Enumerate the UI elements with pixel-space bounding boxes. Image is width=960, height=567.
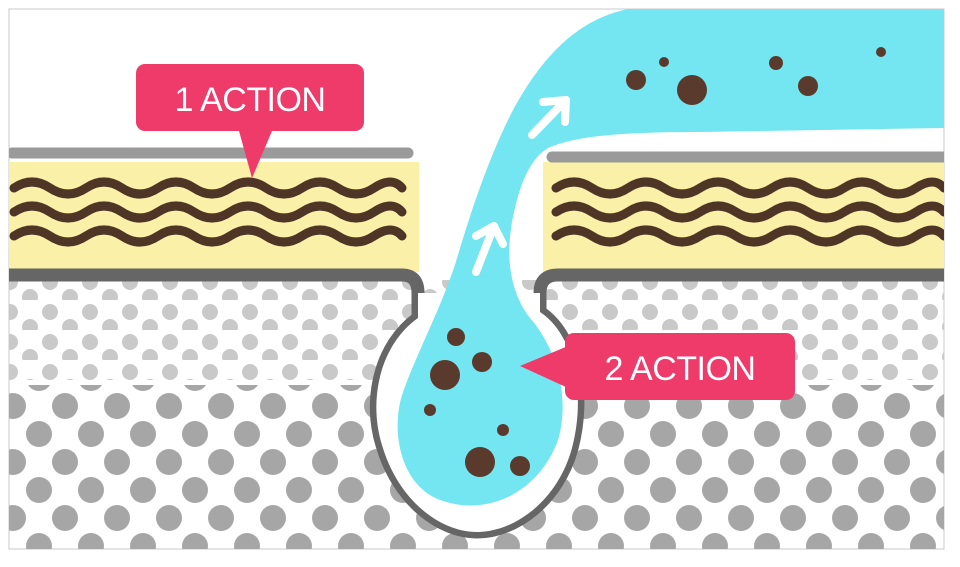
wave-icon: [9, 177, 407, 247]
callout-2-label: 2 ACTION: [605, 350, 756, 388]
wave-icon: [551, 177, 944, 247]
callout-1: 1 ACTION: [136, 64, 364, 178]
callout-1-label: 1 ACTION: [175, 81, 326, 119]
dirt-particle-icon: [626, 47, 886, 105]
up-arrow-icon: [472, 222, 507, 276]
up-arrow-icon: [528, 96, 570, 139]
callout-2: 2 ACTION: [520, 333, 795, 400]
dirt-particle-icon: [424, 328, 530, 477]
